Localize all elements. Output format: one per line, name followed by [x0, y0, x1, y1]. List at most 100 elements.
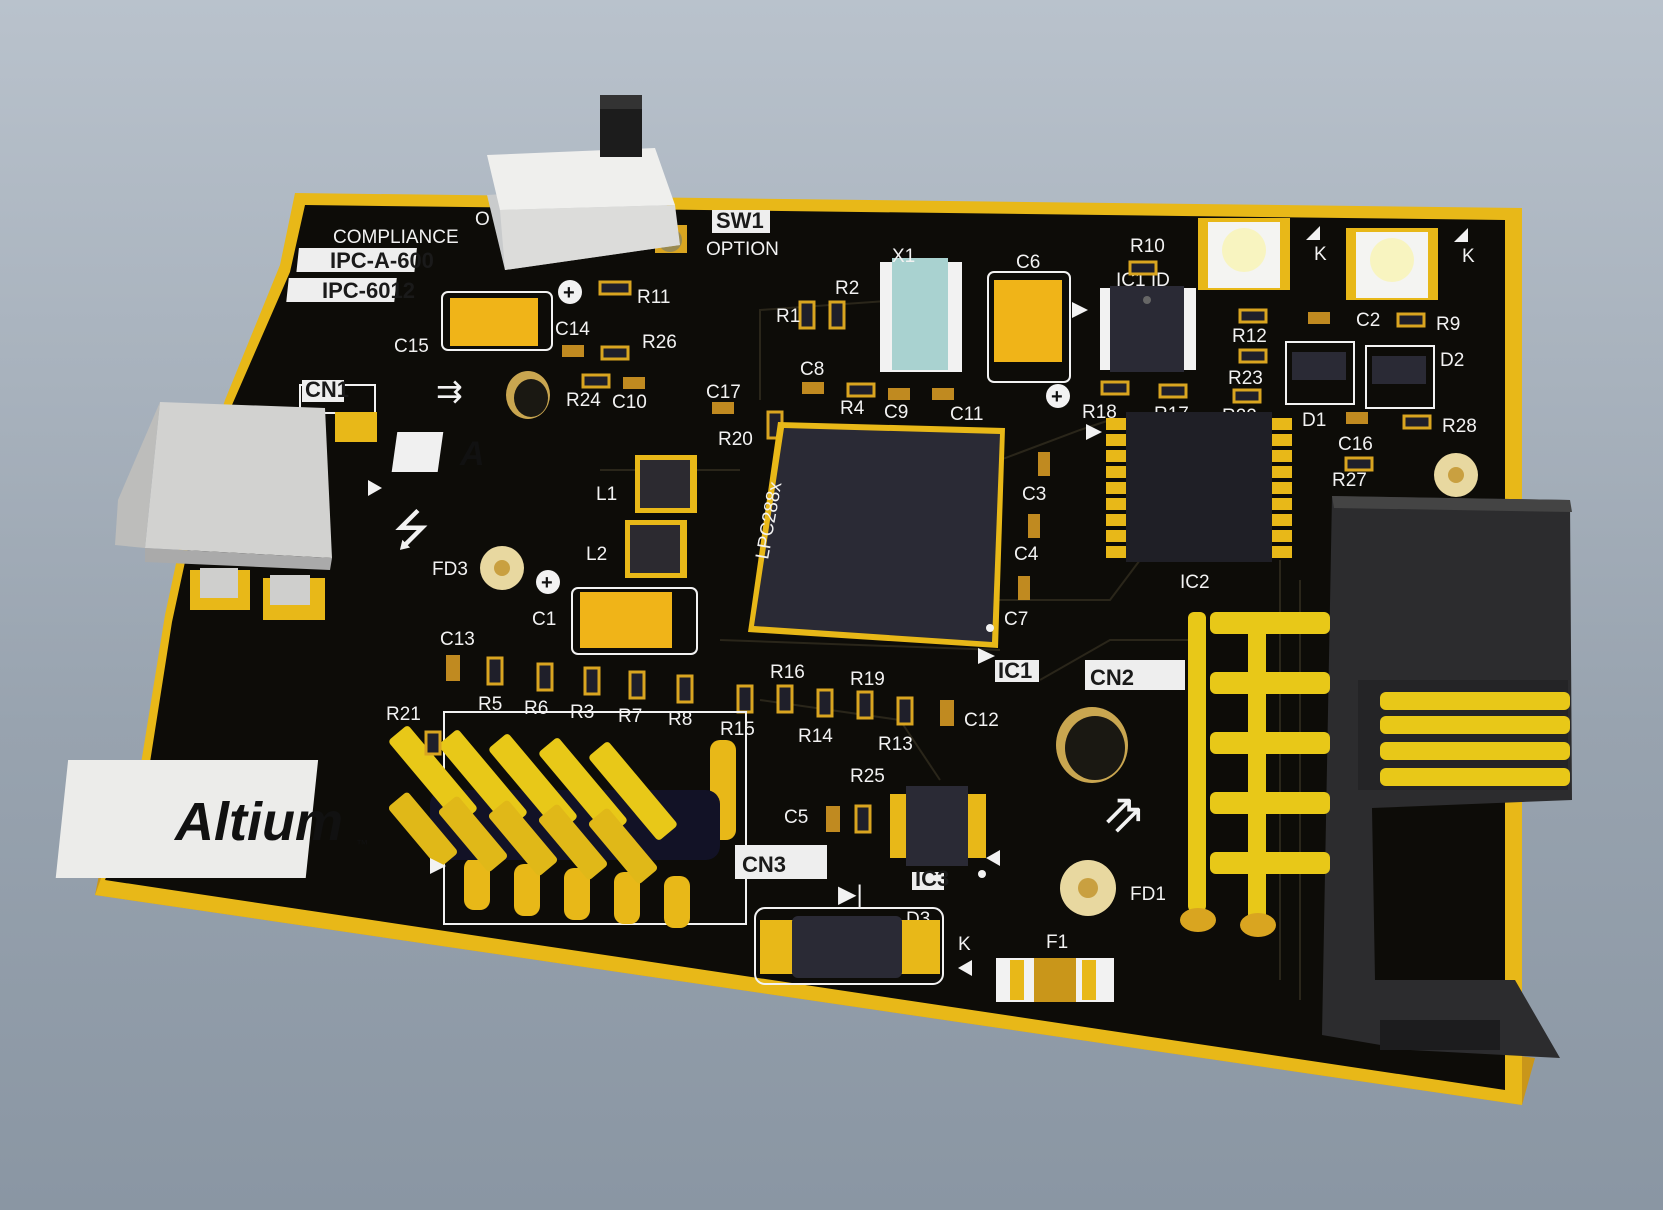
r2-resistor [828, 300, 846, 330]
polarity-plus-icon [558, 280, 582, 304]
cn2-pins [1180, 612, 1570, 937]
ic2-pin1-marker [1086, 424, 1102, 440]
pin1-marker-cn1 [368, 480, 382, 496]
altium-small-mark [391, 432, 444, 472]
cn1-label: CN1 [305, 377, 349, 402]
c11-label: C11 [950, 404, 983, 425]
cn3-pin-header[interactable] [387, 725, 720, 885]
r3-resistor [583, 666, 601, 696]
c10-label: C10 [612, 392, 647, 413]
r8-resistor [676, 674, 694, 704]
ic1-chip[interactable] [754, 428, 1000, 642]
ic3-ref-box [912, 872, 944, 890]
usb-connector-bottom [145, 548, 332, 570]
r11-resistor [598, 280, 632, 296]
r24-resistor [581, 373, 611, 389]
r22-resistor [1232, 388, 1262, 404]
r9-resistor [1396, 312, 1426, 328]
c3-label: C3 [1022, 484, 1046, 505]
r11-label: R11 [637, 287, 670, 308]
cn3-label: CN3 [742, 852, 786, 877]
c1-outline [571, 587, 698, 655]
c9-label: C9 [884, 402, 908, 423]
f1-label: F1 [1046, 932, 1068, 953]
altium-logo: Altium [173, 792, 343, 852]
r27-resistor [1344, 456, 1374, 472]
cn2-label: CN2 [1090, 665, 1134, 690]
sw1-side-letter: O [475, 209, 490, 230]
diode-symbol-icon: ▶| [838, 881, 863, 908]
r24-label: R24 [566, 390, 601, 411]
r15-label: R15 [720, 719, 755, 740]
altium-trademark: ™ [356, 837, 368, 851]
d1-diode [1292, 352, 1346, 380]
c6-label: C6 [1016, 252, 1040, 273]
led1-k-label: K [1314, 244, 1327, 265]
c17-label: C17 [706, 382, 741, 403]
r7-resistor [628, 670, 646, 700]
ic1-pin1-marker [978, 648, 995, 664]
c6-outline [987, 271, 1071, 383]
svg-text:+: + [541, 572, 553, 594]
usb-connector-body[interactable] [145, 402, 332, 558]
svg-text:+: + [1051, 386, 1063, 408]
c6-body [994, 280, 1062, 362]
cn3-pin1-marker [430, 858, 446, 874]
r14-resistor [816, 688, 834, 718]
l2-label: L2 [586, 544, 607, 565]
r23-label: R23 [1228, 368, 1263, 389]
r6-label: R6 [524, 698, 548, 719]
x1-label: X1 [892, 246, 915, 267]
c15-label: C15 [394, 336, 429, 357]
switch-body[interactable] [487, 148, 675, 210]
mounting-hole [514, 379, 548, 417]
led2-lens [1370, 238, 1414, 282]
r15-resistor [736, 684, 754, 714]
altium-logo-box [55, 760, 319, 878]
ic1-pin1-dot [986, 624, 994, 632]
r10-resistor [1128, 260, 1158, 276]
compliance-std2: IPC-6012 [322, 278, 415, 303]
l2-inductor [630, 525, 680, 573]
r4-label: R4 [840, 398, 865, 419]
ic2-chip[interactable] [1126, 412, 1272, 562]
r17-resistor [1158, 383, 1188, 399]
d2-diode [1372, 356, 1426, 384]
c1-label: C1 [532, 609, 556, 630]
usb-shield-tab-left [200, 568, 238, 598]
switch-actuator-top [600, 95, 642, 109]
switch-body-front [500, 205, 680, 270]
led2-k-label: K [1462, 246, 1475, 267]
r21-label: R21 [386, 704, 421, 725]
fd3-label: FD3 [432, 559, 468, 580]
d3-k-label: K [958, 934, 971, 955]
polarity-plus-icon-c6 [1046, 384, 1070, 408]
c3-capacitor [1038, 452, 1050, 476]
c4-capacitor [1028, 514, 1040, 538]
usb-icon: ⭍ [393, 506, 430, 555]
c7-capacitor [1018, 576, 1030, 600]
r28-label: R28 [1442, 416, 1477, 437]
r6-resistor [536, 662, 554, 692]
c4-label: C4 [1014, 544, 1039, 565]
c2-capacitor [1308, 312, 1330, 324]
fd1-label: FD1 [1130, 884, 1166, 905]
x1-crystal [892, 258, 948, 370]
d3-outline [754, 907, 944, 985]
l1-inductor [640, 460, 690, 508]
r7-label: R7 [618, 706, 642, 727]
r16-label: R16 [770, 662, 805, 683]
c8-label: C8 [800, 359, 824, 380]
c5-capacitor [826, 806, 840, 832]
r5-label: R5 [478, 694, 502, 715]
c17-capacitor [712, 402, 734, 414]
r19-label: R19 [850, 669, 885, 690]
usb-connector-face [115, 402, 160, 548]
direction-arrows-icon: ⇉ [436, 373, 463, 409]
c2-label: C2 [1356, 310, 1380, 331]
r8-label: R8 [668, 709, 692, 730]
r14-label: R14 [798, 726, 833, 747]
ic3-pin1-marker [986, 850, 1000, 866]
r1-resistor [798, 300, 816, 330]
